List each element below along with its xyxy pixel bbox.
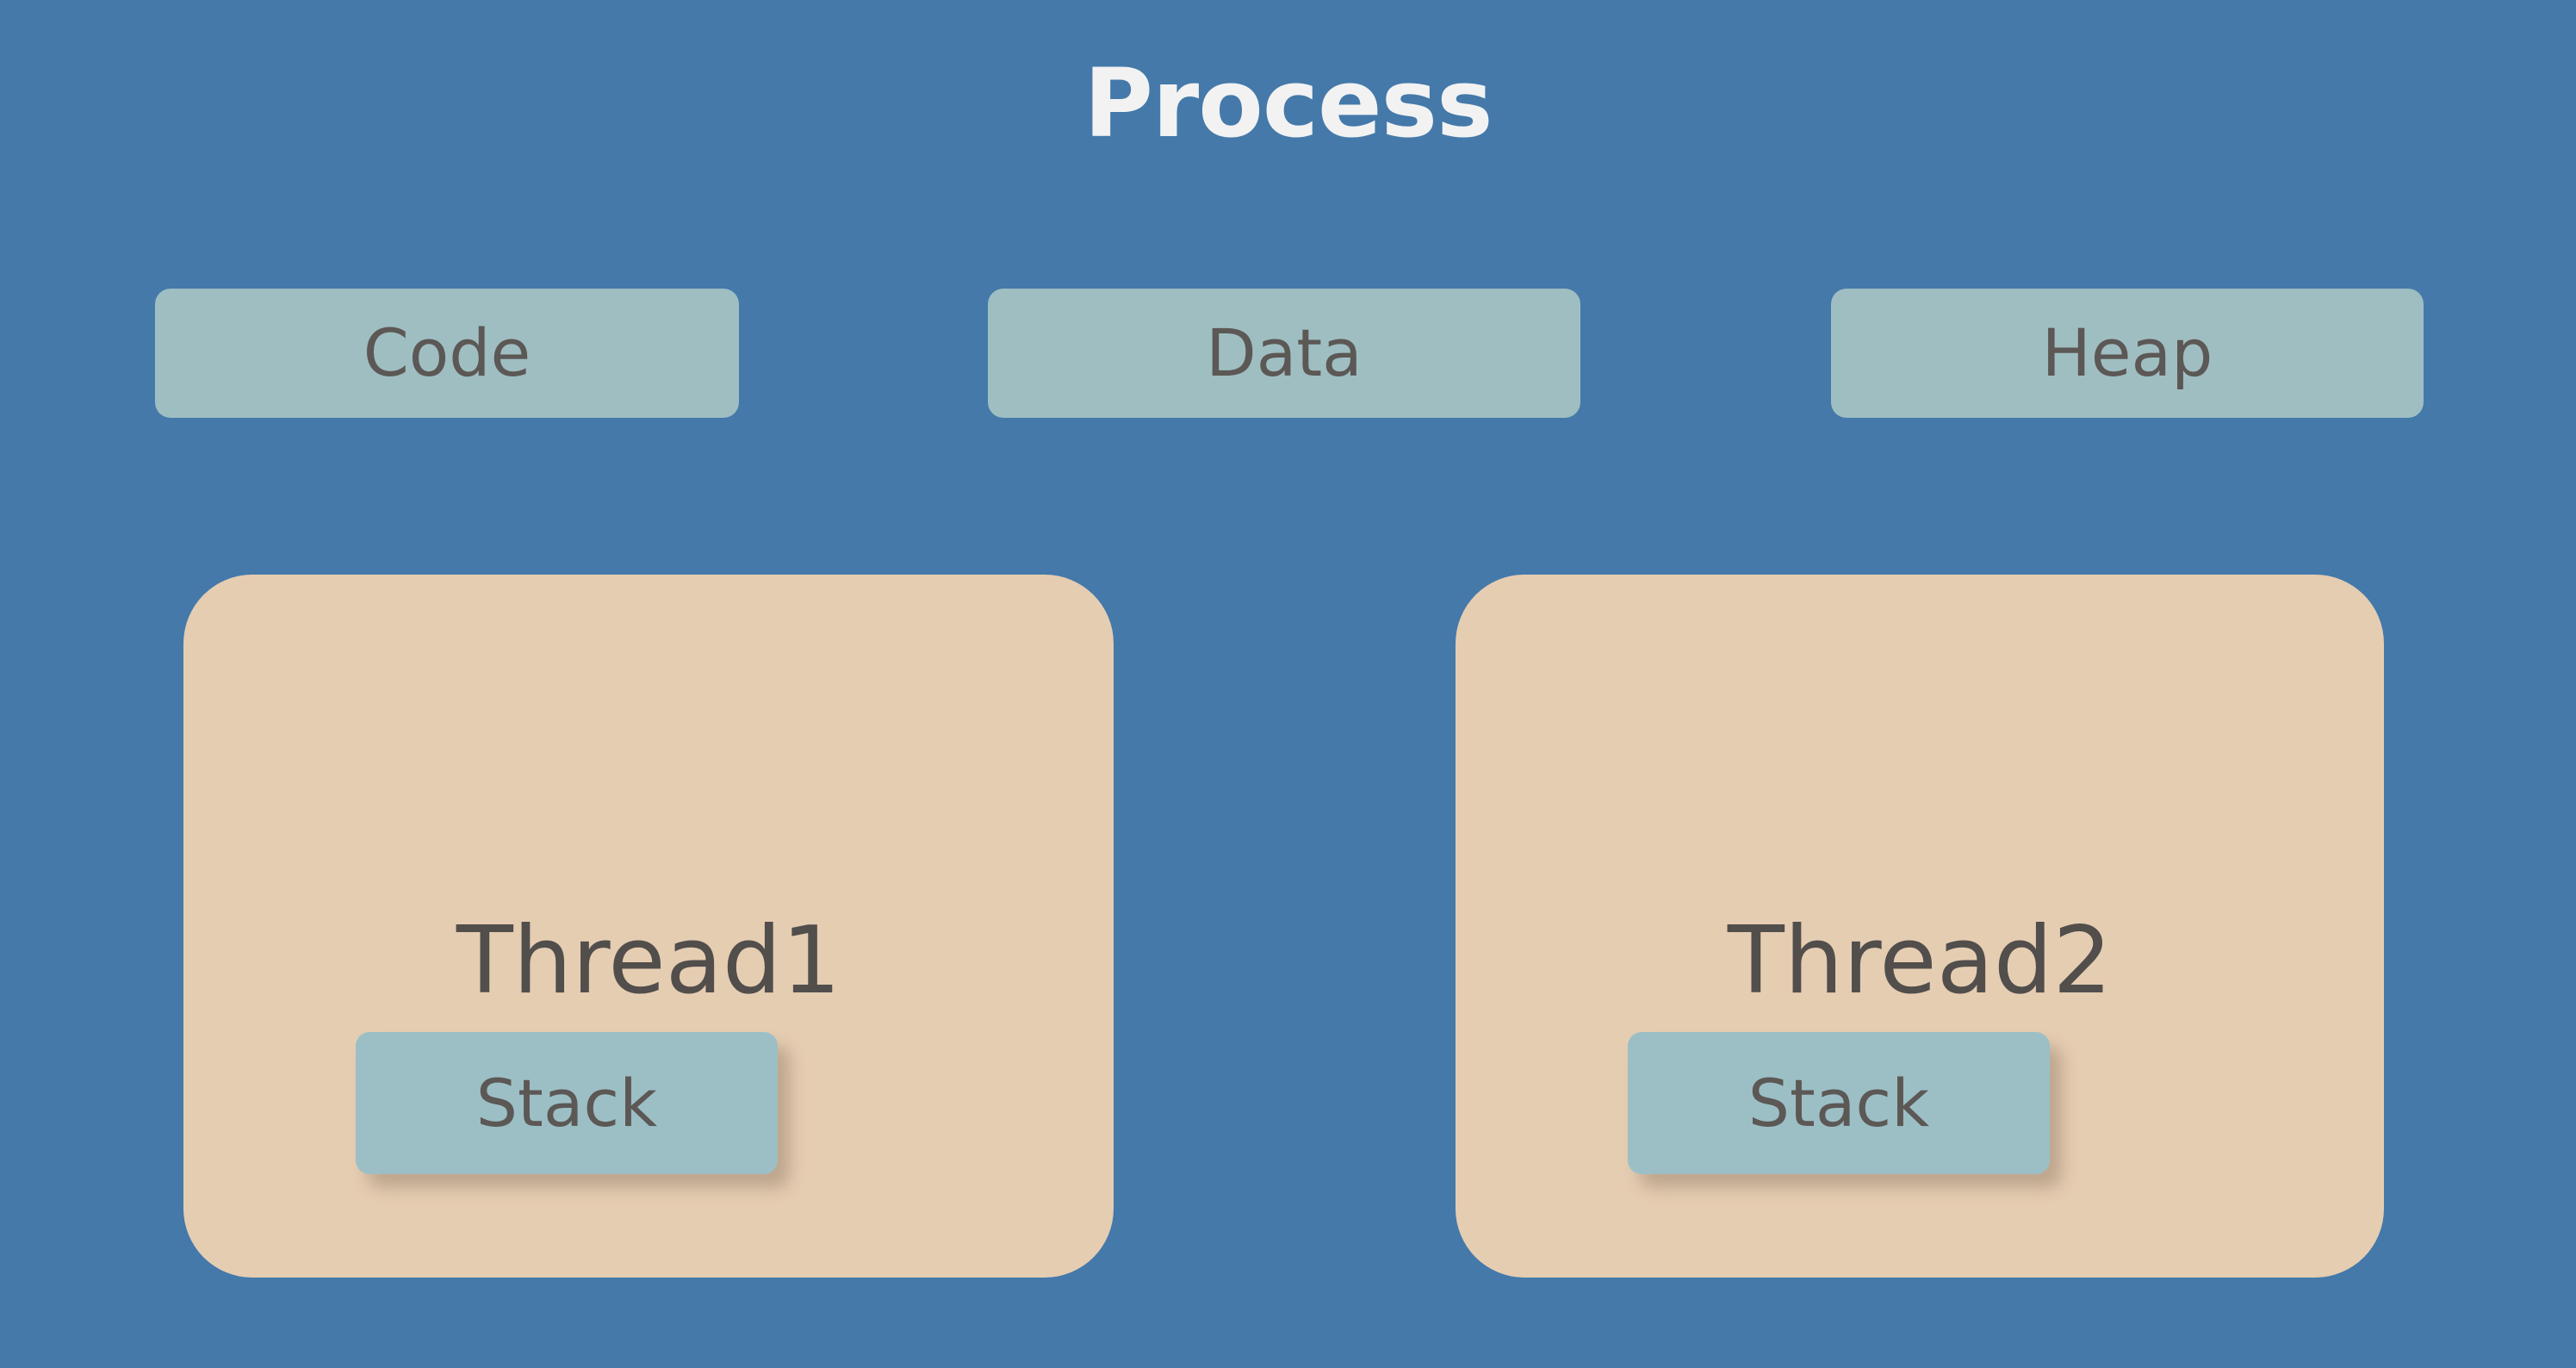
segment-box-heap: Heap <box>1831 289 2424 418</box>
thread-label-thread1: Thread1 <box>456 907 841 1015</box>
stack-box-thread1: Stack <box>356 1032 778 1174</box>
stack-label-thread2: Stack <box>1747 1064 1930 1141</box>
stack-label-thread1: Stack <box>475 1064 658 1141</box>
memory-segment-row: Code Data Heap <box>0 289 2576 418</box>
thread-box-thread1: Thread1 Stack <box>183 575 1114 1278</box>
segment-box-code: Code <box>155 289 739 418</box>
segment-box-data: Data <box>988 289 1580 418</box>
thread-box-thread2: Thread2 Stack <box>1456 575 2384 1278</box>
segment-label-heap: Heap <box>2041 314 2213 391</box>
page-title: Process <box>1083 48 1493 159</box>
segment-label-code: Code <box>363 314 531 391</box>
segment-label-data: Data <box>1206 314 1362 391</box>
thread-label-thread2: Thread2 <box>1727 907 2113 1015</box>
stack-box-thread2: Stack <box>1628 1032 2050 1174</box>
